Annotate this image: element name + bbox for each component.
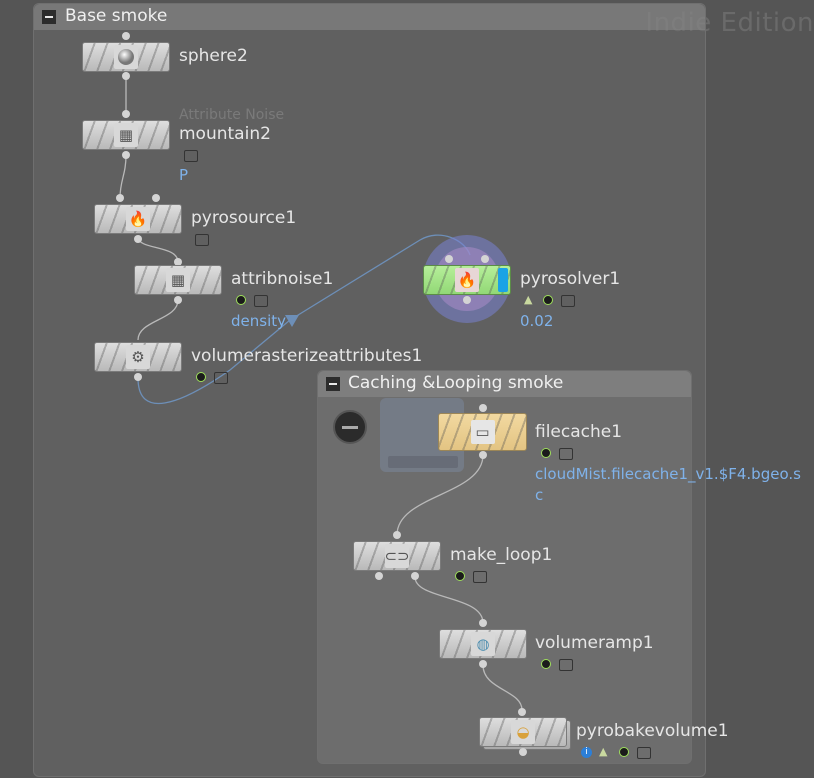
network-box-title: Caching &Looping smoke (348, 373, 564, 393)
output-port[interactable] (519, 748, 527, 756)
node-pyrosolver1[interactable]: 🔥 (423, 265, 511, 295)
output-port[interactable] (122, 151, 130, 159)
display-flag-icon[interactable] (196, 372, 206, 382)
wire-filecache-makeloop (396, 454, 484, 536)
node-info: P (179, 166, 189, 184)
node-info: density (231, 312, 286, 330)
display-flag-icon[interactable] (619, 747, 629, 757)
output-port[interactable] (174, 296, 182, 304)
info-icon[interactable]: i (581, 747, 592, 758)
input-port[interactable] (393, 531, 401, 539)
lock-icon[interactable] (559, 659, 573, 671)
link-icon: ⊂⊃ (384, 544, 410, 568)
node-volumerasterizeattributes1[interactable]: ⚙ (94, 342, 182, 372)
node-make_loop1[interactable]: ⊂⊃ (353, 541, 441, 571)
node-mountain2[interactable]: ▦ (82, 120, 170, 150)
node-label: volumeramp1 (535, 633, 654, 653)
lock-icon[interactable] (637, 747, 651, 759)
node-label: pyrosolver1 (520, 269, 621, 289)
node-label: volumerasterizeattributes1 (191, 346, 423, 366)
stop-button[interactable] (333, 410, 367, 444)
sphere-icon (114, 45, 138, 69)
input-port[interactable] (518, 708, 526, 716)
display-flag-icon[interactable] (543, 295, 553, 305)
network-box-header[interactable] (34, 4, 705, 30)
input-port[interactable] (122, 32, 130, 40)
ramp-icon: ◍ (471, 632, 495, 656)
gear-icon: ⚙ (126, 345, 150, 369)
node-label: make_loop1 (450, 545, 553, 565)
node-info: c (535, 486, 544, 504)
lock-icon[interactable] (559, 448, 573, 460)
lock-icon[interactable] (184, 150, 198, 162)
input-port[interactable] (174, 258, 182, 266)
input-port[interactable] (479, 619, 487, 627)
lock-icon[interactable] (195, 234, 209, 246)
grid-icon: ▦ (166, 268, 190, 292)
lock-icon[interactable] (254, 295, 268, 307)
cook-icon[interactable]: ▲ (524, 293, 533, 306)
input-port[interactable] (445, 255, 453, 263)
output-port[interactable] (479, 660, 487, 668)
node-label: pyrosource1 (191, 208, 297, 228)
output-port[interactable] (122, 72, 130, 80)
display-flag-icon[interactable] (236, 295, 246, 305)
wire-mountain-pyrosource (119, 154, 127, 199)
wire-volumeramp-bake (482, 664, 523, 711)
input-port[interactable] (481, 255, 489, 263)
display-flag[interactable] (498, 268, 508, 292)
node-label: filecache1 (535, 422, 623, 442)
display-flag-icon[interactable] (455, 571, 465, 581)
node-info: cloudMist.filecache1_v1.$F4.bgeo.s (535, 465, 801, 483)
disk-icon: ▭ (470, 420, 495, 444)
node-volumeramp1[interactable]: ◍ (439, 629, 527, 659)
node-comment: Attribute Noise (179, 107, 285, 123)
node-pyrosource1[interactable]: 🔥 (94, 204, 182, 234)
cook-icon[interactable]: ▲ (599, 745, 608, 758)
input-port[interactable] (122, 110, 130, 118)
output-port[interactable] (375, 572, 383, 580)
node-info: 0.02 (520, 312, 554, 330)
wire-makeloop-volumeramp (414, 576, 484, 624)
output-port[interactable] (479, 451, 487, 459)
wire-attribnoise-volraster (137, 299, 179, 341)
node-attribnoise1[interactable]: ▦ (134, 265, 222, 295)
input-port[interactable] (479, 404, 487, 412)
input-port[interactable] (152, 194, 160, 202)
network-box-header[interactable] (318, 371, 691, 397)
display-flag-icon[interactable] (541, 659, 551, 669)
bake-icon: ◒ (511, 720, 535, 744)
node-label: mountain2 (179, 124, 271, 144)
fire-icon: 🔥 (455, 268, 479, 292)
node-label: attribnoise1 (231, 269, 334, 289)
minimize-icon[interactable] (42, 10, 56, 24)
minimize-icon[interactable] (326, 377, 340, 391)
node-sphere2[interactable] (82, 42, 170, 72)
input-port[interactable] (116, 194, 124, 202)
network-box-title: Base smoke (65, 6, 168, 26)
lock-icon[interactable] (561, 295, 575, 307)
wire-arrow (285, 315, 299, 327)
display-flag-icon[interactable] (541, 448, 551, 458)
lock-icon[interactable] (473, 571, 487, 583)
fire-icon: 🔥 (126, 207, 150, 231)
wire-pyrosource-attribnoise (137, 236, 179, 263)
node-pyrobakevolume1[interactable]: ◒ (479, 717, 567, 747)
node-filecache1[interactable]: ▭ (438, 413, 527, 451)
node-label: pyrobakevolume1 (576, 721, 729, 741)
wire-volraster-pyrosolver (137, 234, 471, 405)
output-port[interactable] (134, 235, 142, 243)
lock-icon[interactable] (214, 372, 228, 384)
output-port[interactable] (463, 296, 471, 304)
output-port[interactable] (134, 373, 142, 381)
grid-icon: ▦ (114, 123, 138, 147)
output-port[interactable] (411, 572, 419, 580)
node-label: sphere2 (179, 46, 248, 66)
